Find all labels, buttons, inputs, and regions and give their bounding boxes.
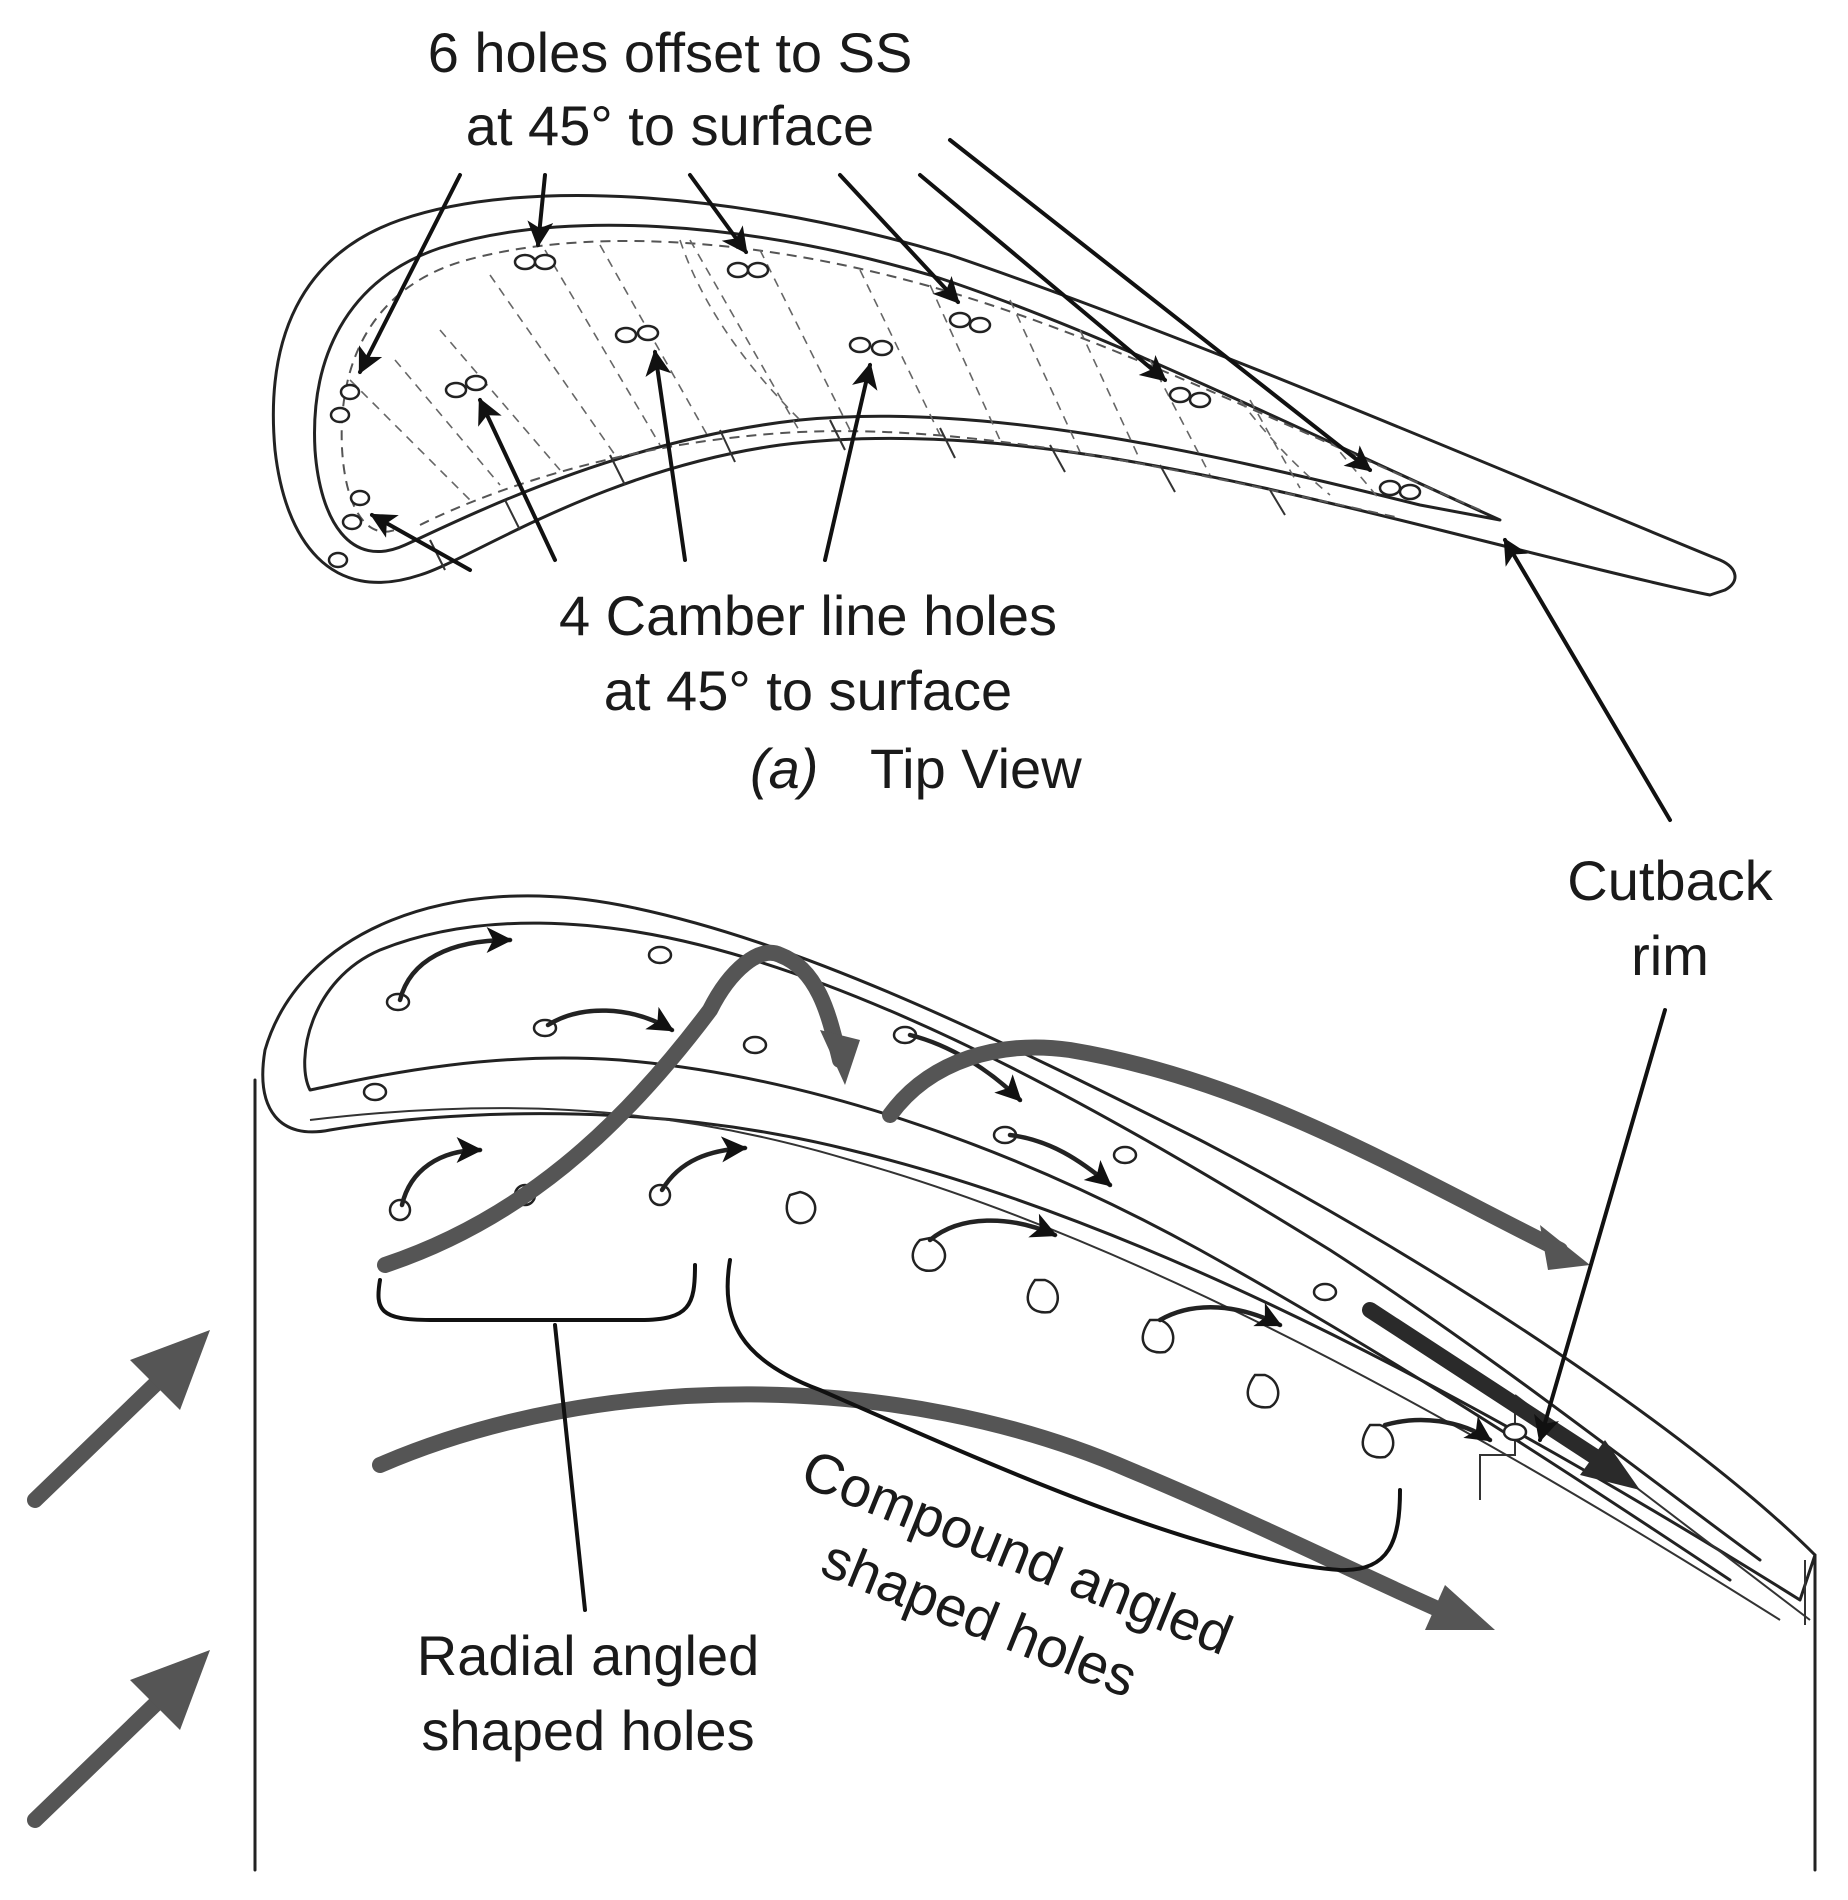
ss-hole [746,261,770,279]
ss-hole [339,383,361,401]
tip-leakage-flow-1 [377,944,848,1273]
camber-hole [636,324,660,342]
tip-view-letter: (a) [750,737,818,800]
cutback-label-line1: Cutback [1567,849,1773,912]
camber-hole [848,336,872,354]
tip-inner-dashed-line [340,239,1481,533]
tip-flow-curls [397,927,1113,1188]
tip-view-title: Tip View [870,737,1082,800]
ss-hole [329,406,351,424]
six-holes-label-line1: 6 holes offset to SS [428,21,913,84]
ss-hole [968,316,992,334]
camber-label-line1: 4 Camber line holes [559,584,1057,647]
ss-hole [533,253,557,271]
tip-pressure-dashed-line [419,430,1401,526]
radial-label-line2: shaped holes [421,1699,754,1762]
camber-hole [870,339,894,357]
ss-hole [1398,483,1422,501]
ss-hole [726,261,750,279]
text-labels: 6 holes offset to SS at 45° to surface 4… [417,21,1774,1762]
cutback-label-line2: rim [1631,924,1709,987]
flow-arrowhead [820,1030,860,1085]
ss-hole [1168,386,1192,404]
camber-hole [341,513,363,531]
camber-leaders [369,349,878,572]
radial-label-line1: Radial angled [417,1624,759,1687]
compound-holes-brace [725,1258,1402,1573]
tip-pressure-side-features [429,419,1286,571]
ss-hole [1378,479,1402,497]
ss-hole [513,253,537,271]
tip-airfoil-outer [271,193,1737,597]
camber-label-line2: at 45° to surface [604,659,1012,722]
camber-hole [444,381,468,399]
six-holes-label-line2: at 45° to surface [466,94,874,157]
camber-hole [614,326,638,344]
blade-cutback-step [1479,1395,1516,1500]
camber-hole [349,489,371,507]
cutback-leader-bottom [1534,1008,1667,1443]
flow-arrowhead [1540,1225,1590,1270]
flow-arrowhead [1425,1585,1495,1630]
six-holes-leaders [358,138,1373,472]
tip-ss-holes [329,253,1422,501]
tip-airfoil-inner [313,223,1502,553]
pressure-side-flow [372,1386,1448,1618]
compound-holes [785,1190,1493,1459]
camber-hole [464,374,488,392]
tip-internal-ribs [349,239,1381,501]
tip-leakage-flow-2 [882,1039,1568,1258]
radial-holes-leader [553,1323,587,1612]
cutback-flow [1362,1302,1608,1468]
ss-hole [948,311,972,329]
tip-camber-holes [327,324,894,569]
camber-hole [327,551,349,569]
cutback-leader-top [1503,537,1672,822]
blade-tip-outer [261,894,1817,1602]
flow-arrowhead [1580,1440,1640,1490]
inflow-arrows [27,1330,210,1828]
tip-view [271,138,1737,822]
ss-hole [1188,391,1212,409]
blade-tip-inner [303,921,1762,1582]
radial-holes-brace [376,1263,697,1322]
blade-view [27,894,1817,1872]
